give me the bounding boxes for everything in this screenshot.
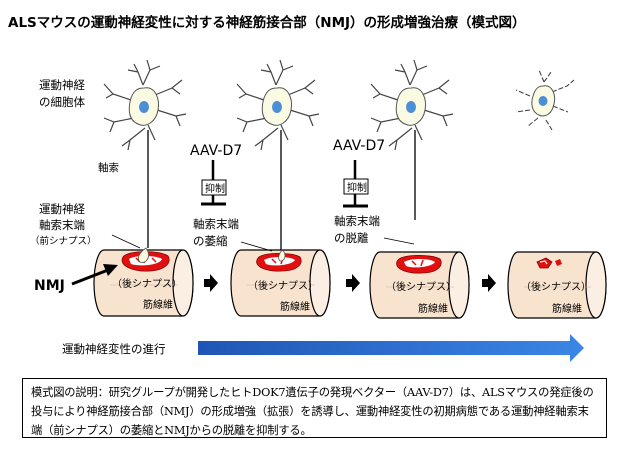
- progression-label: 運動神経変性の進行: [62, 342, 166, 356]
- step-arrow-icon: [482, 274, 496, 292]
- step-arrow-icon: [204, 274, 218, 292]
- inhibit-label: 抑制: [205, 182, 225, 195]
- nucleus-icon: [406, 101, 416, 113]
- aav-label: AAV-D7: [190, 143, 242, 159]
- terminal-label: （前シナプス）: [30, 235, 97, 247]
- inhibit-symbol-1: [201, 160, 227, 206]
- neuron-2: [236, 59, 320, 252]
- atrophy-label: 軸索末端: [193, 217, 239, 231]
- postsynapse-label: （後シナプス）: [248, 279, 318, 292]
- page-title: ALSマウスの運動神経変性に対する神経筋接合部（NMJ）の形成増強治療（模式図）: [8, 14, 526, 31]
- muscle-fiber-3: [369, 251, 470, 319]
- inhibit-label: 抑制: [347, 181, 367, 194]
- nucleus-icon: [272, 101, 282, 113]
- muscle-fiber-1: [93, 247, 194, 317]
- muscle-fiber-label: 筋線維: [552, 302, 582, 315]
- caption-box: 模式図の説明：研究グループが開発したヒトDOK7遺伝子の発現ベクター（AAV-D…: [22, 378, 607, 438]
- nucleus-icon: [139, 101, 149, 113]
- terminal-label: 軸索末端: [39, 218, 85, 232]
- muscle-fiber-2: [230, 249, 331, 317]
- muscle-fiber-label: 筋線維: [418, 302, 448, 315]
- atrophy-label: の萎縮: [193, 234, 228, 248]
- terminal-label: 運動神経: [39, 202, 85, 216]
- endplate: [536, 257, 553, 269]
- aav-label: AAV-D7: [333, 138, 385, 154]
- postsynapse-label: （後シナプス）: [521, 280, 591, 293]
- terminal-pointer: [111, 234, 141, 249]
- atrophy-pointer: [240, 241, 273, 252]
- inhibit-symbol-2: [343, 160, 369, 208]
- axon-label: 軸索: [98, 161, 119, 174]
- progression-arrow: [198, 334, 584, 362]
- postsynapse-label: （後シナプス）: [112, 277, 182, 290]
- detach-pointer: [383, 237, 415, 245]
- neuron-3: [370, 59, 454, 220]
- postsynapse-label: （後シナプス）: [386, 280, 456, 293]
- detach-label: 軸索末端: [334, 214, 380, 228]
- muscle-fiber-4: [507, 251, 607, 319]
- step-arrow-icon: [346, 274, 360, 292]
- muscle-fiber-label: 筋線維: [280, 300, 310, 313]
- detach-label: の脱離: [334, 231, 369, 245]
- cell-body-label: 運動神経: [39, 78, 85, 92]
- muscle-fiber-label: 筋線維: [143, 298, 173, 311]
- neuron-1: [103, 59, 187, 248]
- nmj-label: NMJ: [34, 278, 65, 294]
- nmj-arrow-icon: [71, 264, 118, 286]
- nucleus-icon: [538, 96, 548, 106]
- neuron-4: [515, 69, 575, 131]
- cell-body-label: の細胞体: [39, 95, 85, 109]
